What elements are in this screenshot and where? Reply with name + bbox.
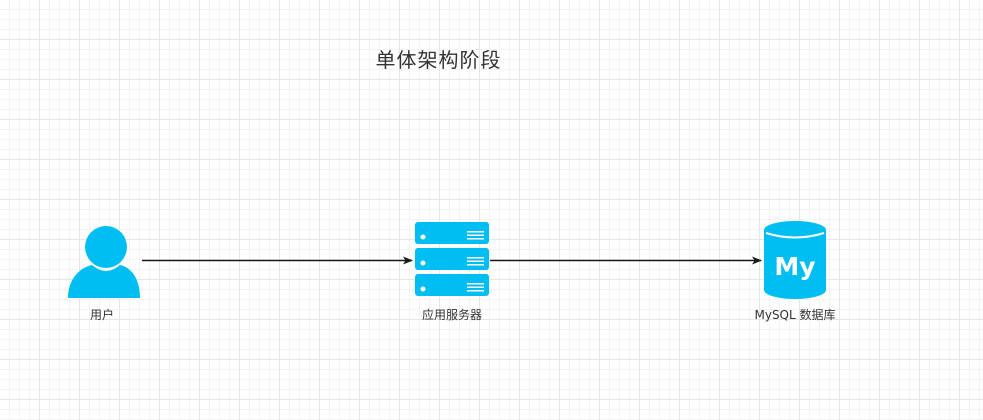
server-unit-1 (415, 222, 489, 244)
mysql-badge: My (774, 252, 815, 281)
database-label: MySQL 数据库 (754, 308, 836, 322)
user-label: 用户 (89, 308, 114, 322)
user-icon[interactable] (66, 222, 140, 298)
mysql-icon[interactable]: My (763, 220, 827, 300)
diagram-title: 单体架构阶段 (375, 48, 502, 72)
server-label: 应用服务器 (421, 308, 482, 322)
server-icon[interactable] (415, 222, 491, 298)
server-unit-2 (415, 248, 489, 270)
server-unit-3 (415, 274, 489, 296)
